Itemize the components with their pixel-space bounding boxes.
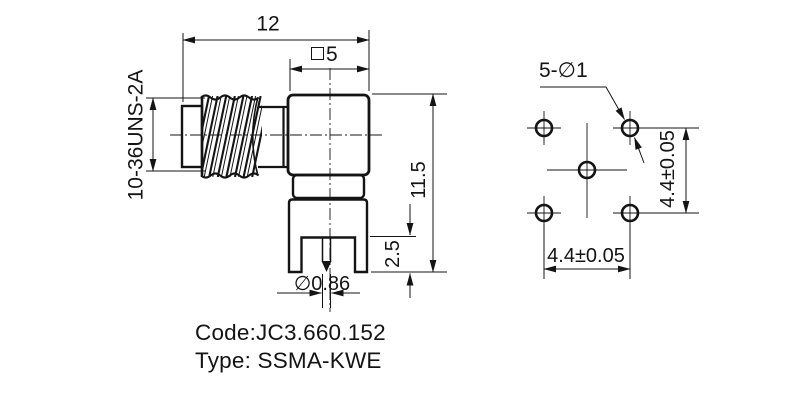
dim-pin-diameter-label: ∅0.86 <box>293 273 351 295</box>
dim-hpitch-lines <box>543 224 631 279</box>
lower-neck-outline <box>291 173 366 200</box>
center-pin <box>321 237 332 272</box>
dim-horizontal-pitch-label: 4.4±0.05 <box>547 245 625 267</box>
mounting-holes <box>534 118 640 223</box>
dim-leg-length-label: 2.5 <box>382 240 404 268</box>
center-lines <box>170 68 383 312</box>
flange-outline <box>180 104 204 169</box>
dim-11-5-lines <box>371 93 447 273</box>
side-view-linework <box>146 30 447 312</box>
thread-hatching <box>201 96 262 177</box>
thread-crests <box>200 94 260 179</box>
dim-vpitch-lines <box>640 127 699 214</box>
footprint-view-linework <box>527 86 699 279</box>
footprint-center-lines <box>547 123 627 218</box>
dim-vertical-pitch-label: 4.4±0.05 <box>657 130 679 208</box>
dim-12-lines <box>182 30 370 102</box>
dim-thread-lines <box>146 97 205 172</box>
leg-block-outline <box>287 198 369 274</box>
part-type-text: Type: SSMA-KWE <box>195 348 382 373</box>
dim-pin-lines <box>277 274 360 308</box>
thread-spec-label: 10-36UNS-2A <box>124 69 148 201</box>
dim-2-5-lines <box>370 204 416 298</box>
dim-body-square-value: 5 <box>326 43 338 66</box>
holes-count-label: 5-∅1 <box>539 59 588 82</box>
dim-overall-length-label: 12 <box>256 12 280 36</box>
holes-leader <box>540 86 645 164</box>
square-symbol-icon <box>311 47 324 60</box>
dim-overall-height-label: 11.5 <box>408 161 430 199</box>
dim-square5-lines <box>289 59 370 91</box>
dim-body-square-label: 5 <box>311 43 338 67</box>
neck-outline <box>258 105 288 169</box>
part-code-text: Code:JC3.660.152 <box>195 320 386 345</box>
